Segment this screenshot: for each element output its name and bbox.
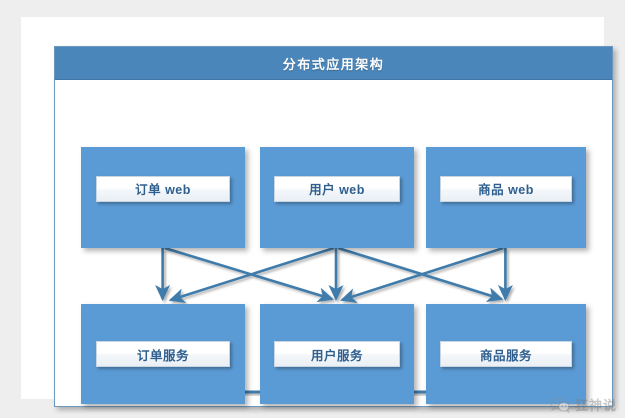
node-order-service-label: 订单服务 — [95, 341, 231, 367]
node-user-web[interactable]: 用户 web — [260, 147, 414, 248]
edge-user-web-to-product-service — [337, 246, 504, 303]
node-product-web-label: 商品 web — [440, 175, 572, 202]
page-sheet: 分布式应用架构 — [21, 17, 613, 407]
node-user-service[interactable]: 用户服务 — [260, 304, 414, 404]
node-user-service-label: 用户服务 — [273, 341, 401, 367]
watermark-text: 狂神说 — [574, 398, 617, 413]
edge-user-web-to-order-service — [168, 246, 335, 303]
node-order-web-label: 订单 web — [95, 175, 231, 202]
node-order-service[interactable]: 订单服务 — [81, 304, 245, 404]
edge-order-web-to-user-service — [164, 246, 334, 303]
node-product-web[interactable]: 商品 web — [426, 147, 586, 248]
architecture-diagram-panel: 分布式应用架构 — [54, 46, 613, 407]
watermark: 狂神说 — [550, 395, 617, 414]
panel-title-bar: 分布式应用架构 — [55, 47, 612, 80]
node-product-service[interactable]: 商品服务 — [426, 304, 586, 404]
wechat-logo-icon — [550, 397, 570, 413]
panel-body: 订单 web 用户 web 商品 web 订单服务 用户服务 商品服务 — [55, 80, 612, 407]
edge-product-web-to-user-service — [339, 246, 504, 303]
page-title: 分布式应用架构 — [282, 56, 385, 72]
node-product-service-label: 商品服务 — [440, 341, 572, 367]
node-user-web-label: 用户 web — [273, 175, 401, 202]
node-order-web[interactable]: 订单 web — [81, 147, 245, 248]
